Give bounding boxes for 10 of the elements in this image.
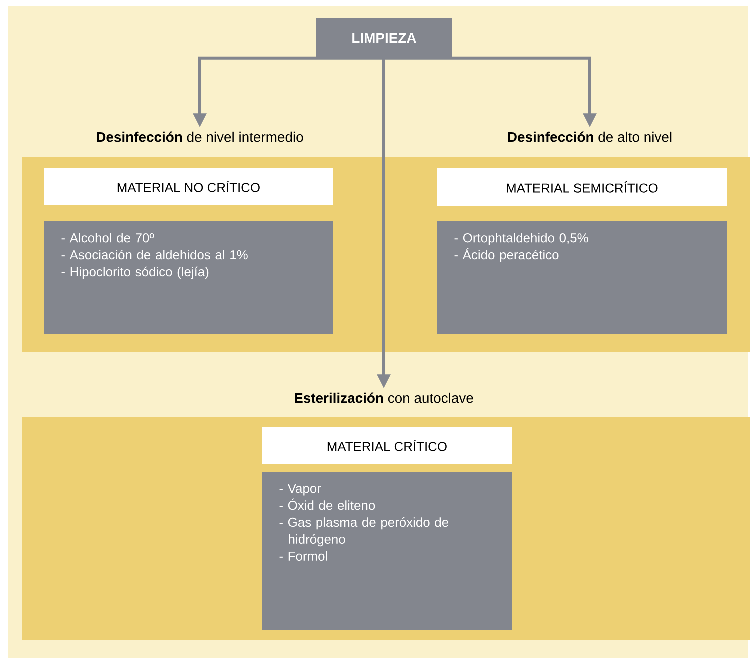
section-heading: Desinfección de nivel intermedio bbox=[97, 132, 304, 142]
list-box: - Vapor - Óxid de eliteno - Gas plasma de peróxido de hidrógeno - Formol bbox=[262, 472, 512, 630]
category-label-box: MATERIAL NO CRÍTICO bbox=[44, 168, 334, 206]
title-box: LIMPIEZA bbox=[316, 18, 452, 58]
section-heading: Desinfección de alto nivel bbox=[508, 132, 672, 142]
section-heading: Esterilización con autoclave bbox=[295, 392, 474, 404]
category-label-box: MATERIAL SEMICRÍTICO bbox=[437, 168, 728, 206]
list-box: - Ortophtaldehido 0,5% - Ácido peracético bbox=[437, 221, 727, 334]
list-box: - Alcohol de 70º - Asociación de aldehidos al 1% - Hipoclorito sódico (lejía) bbox=[44, 221, 333, 334]
category-label-box: MATERIAL CRÍTICO bbox=[262, 427, 512, 464]
